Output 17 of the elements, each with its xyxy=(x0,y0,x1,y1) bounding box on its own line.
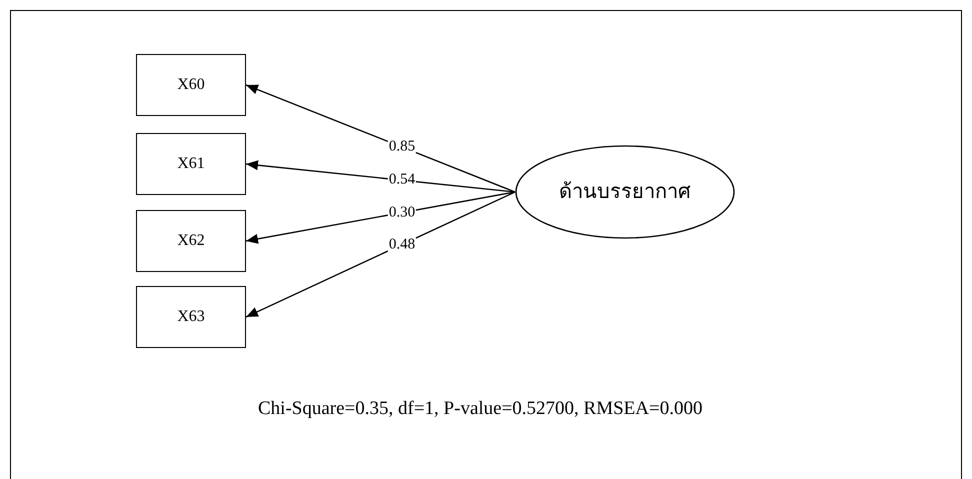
variable-name: X63 xyxy=(177,307,205,327)
arrow xyxy=(246,191,516,318)
observed-variable-box xyxy=(136,133,246,195)
variable-name: X60 xyxy=(177,75,205,95)
arrow xyxy=(246,191,516,244)
variable-name: X61 xyxy=(177,154,205,174)
fit-statistics: Chi-Square=0.35, df=1, P-value=0.52700, RMSEA=0.000 xyxy=(258,397,702,421)
variable-name: X62 xyxy=(177,231,205,251)
latent-variable-ellipse xyxy=(515,145,735,239)
observed-variable-box xyxy=(136,210,246,272)
edge-label: 0.48 xyxy=(388,237,416,252)
arrow xyxy=(246,160,516,193)
edge-label: 0.85 xyxy=(388,140,416,155)
variable-name: ด้านบรรยากาศ xyxy=(559,180,691,205)
arrow xyxy=(246,84,516,193)
observed-variable-box xyxy=(136,54,246,116)
observed-variable-box xyxy=(136,286,246,348)
